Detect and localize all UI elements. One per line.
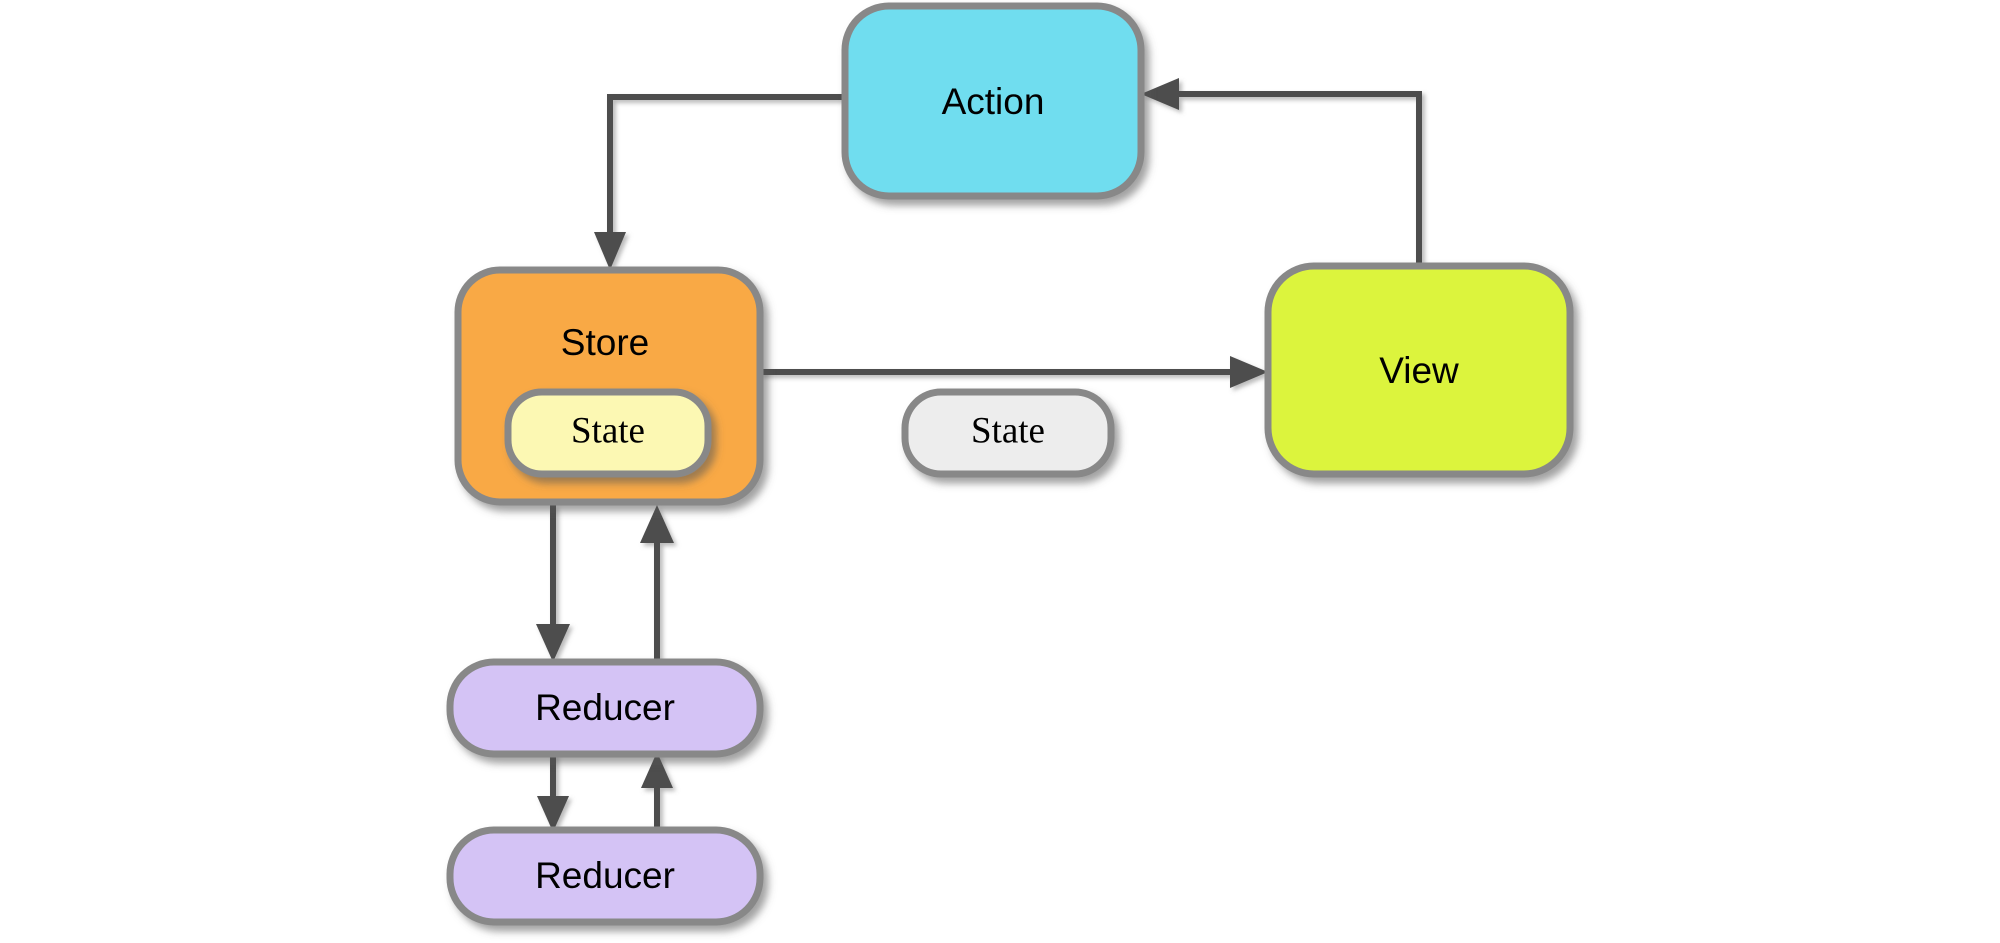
node-store-label: Store bbox=[561, 322, 649, 363]
edge-store-to-reducer-1 bbox=[536, 505, 570, 662]
edge-reducer-2-to-reducer-1 bbox=[641, 752, 673, 830]
edge-reducer-1-to-reducer-2 bbox=[537, 754, 569, 832]
node-store[interactable]: Store State bbox=[454, 266, 764, 506]
node-action-shape[interactable] bbox=[841, 2, 1145, 200]
node-action-label: Action bbox=[942, 81, 1045, 122]
node-state-payload[interactable]: State bbox=[901, 388, 1115, 478]
edge-reducer-1-to-store bbox=[640, 505, 674, 662]
edge-view-to-action bbox=[1141, 78, 1422, 266]
node-view-shape[interactable] bbox=[1264, 262, 1574, 478]
node-reducer-1[interactable]: Reducer bbox=[446, 658, 764, 758]
edge-action-to-store bbox=[594, 94, 845, 270]
edges-layer bbox=[536, 78, 1422, 832]
node-reducer-1-shape[interactable] bbox=[446, 658, 764, 758]
node-reducer-1-label: Reducer bbox=[535, 687, 675, 728]
node-state-in-store[interactable]: State bbox=[504, 388, 712, 478]
edge-store-to-view bbox=[760, 356, 1268, 388]
node-reducer-2-shape[interactable] bbox=[446, 826, 764, 926]
node-view-label: View bbox=[1379, 350, 1459, 391]
node-state-payload-shape[interactable] bbox=[901, 388, 1115, 478]
node-action[interactable]: Action bbox=[841, 2, 1145, 200]
node-state-in-store-label: State bbox=[571, 410, 645, 451]
node-reducer-2[interactable]: Reducer bbox=[446, 826, 764, 926]
node-state-in-store-shape[interactable] bbox=[504, 388, 712, 478]
node-reducer-2-label: Reducer bbox=[535, 855, 675, 896]
node-view[interactable]: View bbox=[1264, 262, 1574, 478]
node-state-payload-label: State bbox=[971, 410, 1045, 451]
